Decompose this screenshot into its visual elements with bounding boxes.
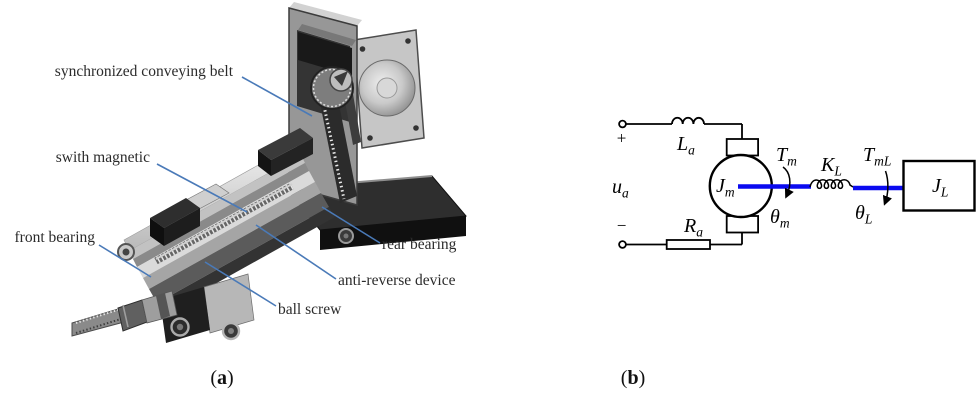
leader-lines bbox=[98, 76, 381, 307]
coupling-spring-KL bbox=[809, 179, 854, 190]
positive-terminal bbox=[618, 119, 627, 129]
load-box-JL bbox=[902, 159, 976, 212]
label-KL: KL bbox=[820, 154, 842, 179]
label-Ra: Ra bbox=[683, 215, 703, 240]
leader-line bbox=[241, 76, 313, 117]
annotation-labels: synchronized conveying belt swith magnet… bbox=[15, 63, 457, 318]
label-synchronized-conveying-belt: synchronized conveying belt bbox=[55, 63, 234, 80]
leader-line bbox=[98, 244, 152, 278]
label-theta-m: θm bbox=[770, 206, 790, 231]
motor-circuit-figure: + − ua La Ra Jm bbox=[612, 116, 976, 250]
motor-block bbox=[298, 32, 352, 76]
motor-bottom-brush bbox=[725, 215, 760, 234]
plus-sign: + bbox=[617, 129, 627, 148]
resistor-Ra bbox=[665, 239, 711, 250]
label-theta-L: θL bbox=[855, 202, 872, 227]
timing-belt bbox=[320, 94, 361, 203]
leader-line bbox=[255, 224, 337, 280]
label-Jm: Jm bbox=[716, 175, 735, 200]
ball-screw-rod bbox=[154, 182, 294, 265]
piston-rod-tip bbox=[71, 290, 178, 337]
label-ball-screw: ball screw bbox=[278, 301, 342, 318]
label-ua: ua bbox=[612, 176, 629, 201]
caption-b: (b) bbox=[620, 367, 646, 389]
label-anti-reverse-device: anti-reverse device bbox=[338, 272, 456, 289]
label-rear-bearing: rear bearing bbox=[382, 236, 457, 253]
actuator-figure: synchronized conveying belt swith magnet… bbox=[15, 2, 468, 343]
torque-arrow-Tm bbox=[782, 166, 794, 199]
negative-terminal bbox=[618, 240, 627, 249]
rear-flange-plate bbox=[353, 29, 425, 149]
label-TmL: TmL bbox=[863, 144, 891, 169]
label-JL: JL bbox=[932, 175, 948, 200]
leader-line bbox=[321, 206, 381, 244]
rotation-arrow-thetaL bbox=[882, 170, 893, 206]
belt-pulley bbox=[310, 66, 354, 110]
label-Tm: Tm bbox=[776, 144, 797, 169]
leader-line bbox=[156, 163, 248, 213]
carriage-block bbox=[258, 128, 313, 176]
caption-a: (a) bbox=[210, 367, 234, 389]
label-La: La bbox=[676, 133, 695, 158]
inductor-La bbox=[671, 116, 705, 125]
label-swith-magnetic: swith magnetic bbox=[56, 149, 150, 166]
label-front-bearing: front bearing bbox=[15, 229, 96, 246]
motor-top-brush bbox=[725, 138, 760, 157]
leader-line bbox=[204, 261, 277, 307]
front-mount-blocks bbox=[160, 273, 255, 343]
minus-sign: − bbox=[617, 216, 627, 235]
machine-illustration bbox=[71, 2, 468, 343]
